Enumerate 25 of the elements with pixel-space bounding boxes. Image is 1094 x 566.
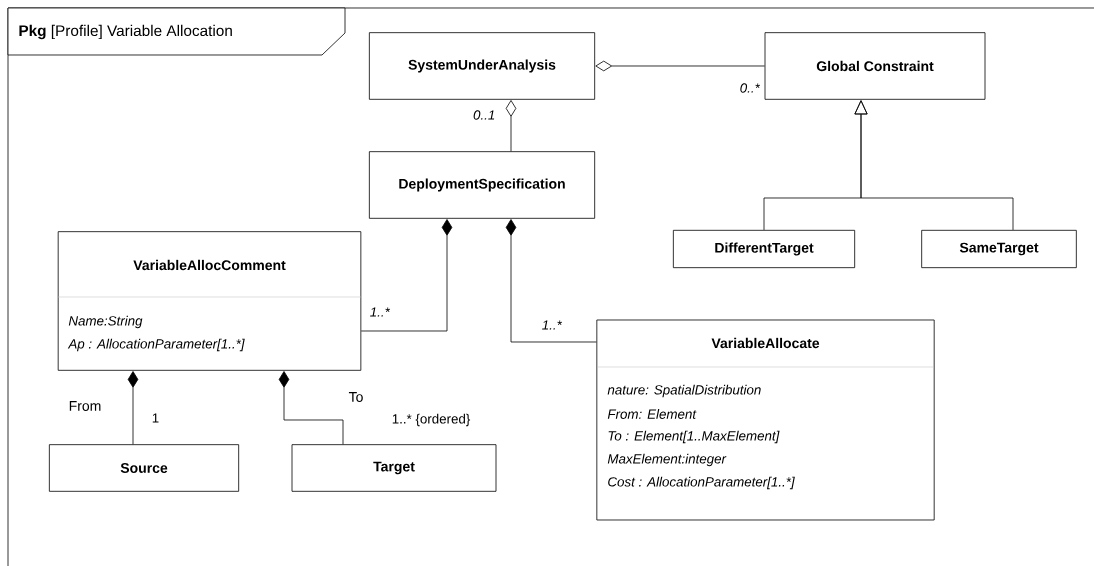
connector [595, 60, 765, 72]
role-label: From [69, 401, 101, 411]
connector [854, 100, 1014, 231]
connector [127, 371, 139, 445]
frame-tab: Pkg [Profile] Variable Allocation [7, 7, 346, 56]
class-box: VariableAllocate nature: SpatialDistribution From: Element To : Element[1..MaxElement] MaxElement:integer Cost : AllocationParameter[1..*] [596, 319, 935, 521]
multiplicity-label: 0..1 [471, 108, 497, 122]
role-label: To [348, 392, 363, 402]
class-box: Target [291, 444, 497, 492]
connector [360, 219, 453, 332]
class-box: SameTarget [921, 229, 1077, 269]
multiplicity-label: 1..* {ordered} [390, 412, 472, 428]
class-box: SystemUnderAnalysis [368, 32, 596, 100]
multiplicity-label: 1..* [540, 319, 564, 331]
connector [505, 100, 517, 152]
class-box: DifferentTarget [672, 229, 856, 269]
class-box: DeploymentSpecification [368, 151, 596, 219]
multiplicity-label: 1..* [368, 306, 392, 318]
connector [278, 371, 344, 445]
class-box: Global Constraint [764, 32, 986, 100]
connector [505, 219, 597, 343]
multiplicity-label: 1 [150, 412, 161, 424]
class-box: VariableAllocComment Name:String Ap : AllocationParameter[1..*] [57, 231, 362, 371]
class-box: Source [48, 444, 240, 492]
multiplicity-label: 0..* [738, 81, 762, 95]
